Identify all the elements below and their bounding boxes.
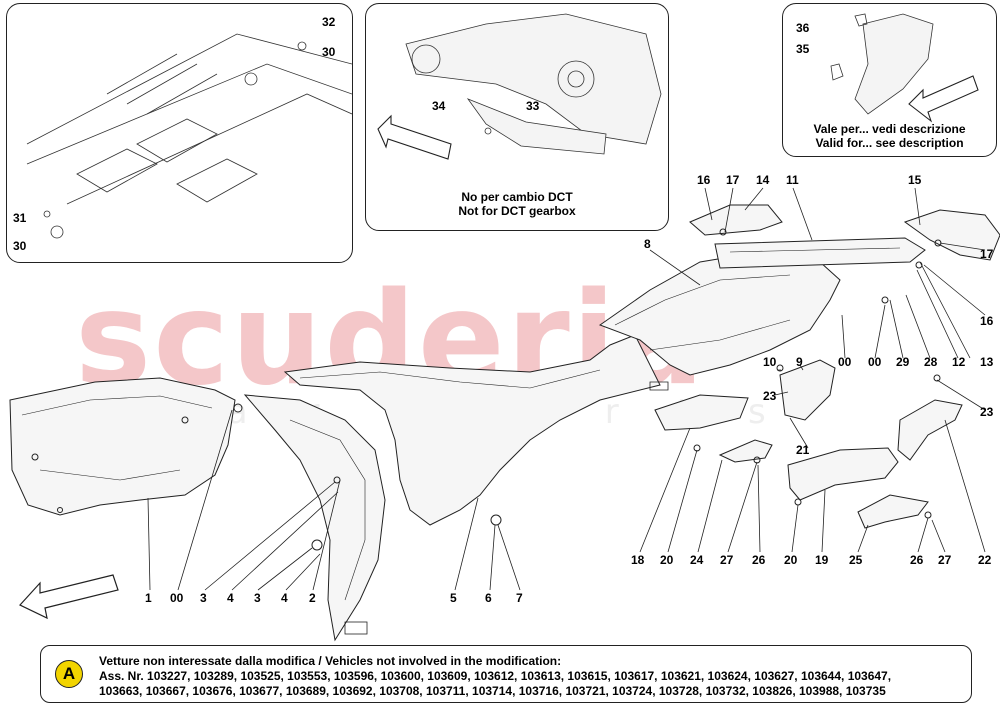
- callout-27: 27: [720, 553, 734, 567]
- callout-22: 22: [978, 553, 992, 567]
- callout-28: 28: [924, 355, 938, 369]
- callout-20: 20: [660, 553, 674, 567]
- heat-shield-part-1: [9, 377, 236, 516]
- callout-19: 19: [815, 553, 829, 567]
- callout-25: 25: [849, 553, 863, 567]
- callout-18: 18: [631, 553, 645, 567]
- heat-shield-part-18: [654, 394, 749, 431]
- heat-shield-part-14: [689, 204, 783, 236]
- floor-inset: [6, 3, 353, 263]
- callout-17: 17: [980, 247, 994, 261]
- callout-24: 24: [690, 553, 704, 567]
- modification-note: A Vetture non interessate dalla modifica…: [40, 645, 972, 703]
- callout-23: 23: [763, 389, 777, 403]
- callout-33: 33: [526, 99, 540, 113]
- callout-27: 27: [938, 553, 952, 567]
- callout-26: 26: [752, 553, 766, 567]
- direction-arrow-icon: [19, 574, 119, 620]
- callout-4: 4: [227, 591, 234, 605]
- callout-00: 00: [170, 591, 184, 605]
- callout-11: 11: [786, 173, 799, 187]
- callout-2: 2: [309, 591, 316, 605]
- callout-20: 20: [784, 553, 798, 567]
- validity-inset-drawing: [830, 13, 979, 123]
- callout-36: 36: [796, 21, 810, 35]
- dct-caption-it: No per cambio DCT: [461, 190, 573, 204]
- callout-31: 31: [13, 211, 27, 225]
- dct-inset-drawing: [377, 13, 662, 160]
- callout-26: 26: [910, 553, 924, 567]
- callout-13: 13: [980, 355, 994, 369]
- heat-shield-part-9: [779, 359, 836, 421]
- note-heading: Vetture non interessate dalla modifica /…: [99, 654, 562, 668]
- callout-23: 23: [980, 405, 994, 419]
- note-line-1: Ass. Nr. 103227, 103289, 103525, 103553,…: [99, 669, 892, 683]
- floor-inset-drawing: [26, 33, 352, 239]
- note-badge: A: [55, 660, 83, 688]
- callout-1: 1: [145, 591, 152, 605]
- callout-7: 7: [516, 591, 523, 605]
- callout-32: 32: [322, 15, 336, 29]
- callout-30: 30: [13, 239, 27, 253]
- callout-30: 30: [322, 45, 336, 59]
- callout-16: 16: [697, 173, 711, 187]
- heat-shield-part-22: [897, 399, 963, 461]
- validity-inset: Vale per... vedi descrizione Valid for..…: [782, 3, 997, 157]
- callout-8: 8: [644, 237, 651, 251]
- callout-3: 3: [254, 591, 261, 605]
- heat-shield-part-25: [857, 494, 929, 529]
- callout-6: 6: [485, 591, 492, 605]
- callout-35: 35: [796, 42, 810, 56]
- callout-34: 34: [432, 99, 446, 113]
- note-line-2: 103663, 103667, 103676, 103677, 103689, …: [99, 684, 886, 698]
- validity-caption-it: Vale per... vedi descrizione: [813, 122, 966, 136]
- direction-arrow-icon: [377, 114, 452, 160]
- validity-caption-en: Valid for... see description: [815, 136, 964, 150]
- callout-00: 00: [868, 355, 882, 369]
- callout-14: 14: [756, 173, 770, 187]
- callout-4: 4: [281, 591, 288, 605]
- callout-29: 29: [896, 355, 910, 369]
- callout-15: 15: [908, 173, 922, 187]
- dct-inset: No per cambio DCT Not for DCT gearbox: [365, 3, 669, 231]
- direction-arrow-icon: [908, 75, 979, 123]
- callout-00: 00: [838, 355, 852, 369]
- dct-caption-en: Not for DCT gearbox: [458, 204, 576, 218]
- callout-10: 10: [763, 355, 777, 369]
- callout-9: 9: [796, 355, 803, 369]
- callout-17: 17: [726, 173, 740, 187]
- callout-16: 16: [980, 314, 994, 328]
- heat-shield-part-24: [718, 439, 773, 463]
- heat-shield-part-5: [283, 334, 661, 526]
- callout-12: 12: [952, 355, 966, 369]
- heat-shield-part-11: [714, 237, 926, 269]
- callout-5: 5: [450, 591, 457, 605]
- callout-21: 21: [796, 443, 810, 457]
- heat-shield-part-8: [598, 251, 841, 376]
- heat-shield-part-19: [787, 447, 899, 501]
- callout-3: 3: [200, 591, 207, 605]
